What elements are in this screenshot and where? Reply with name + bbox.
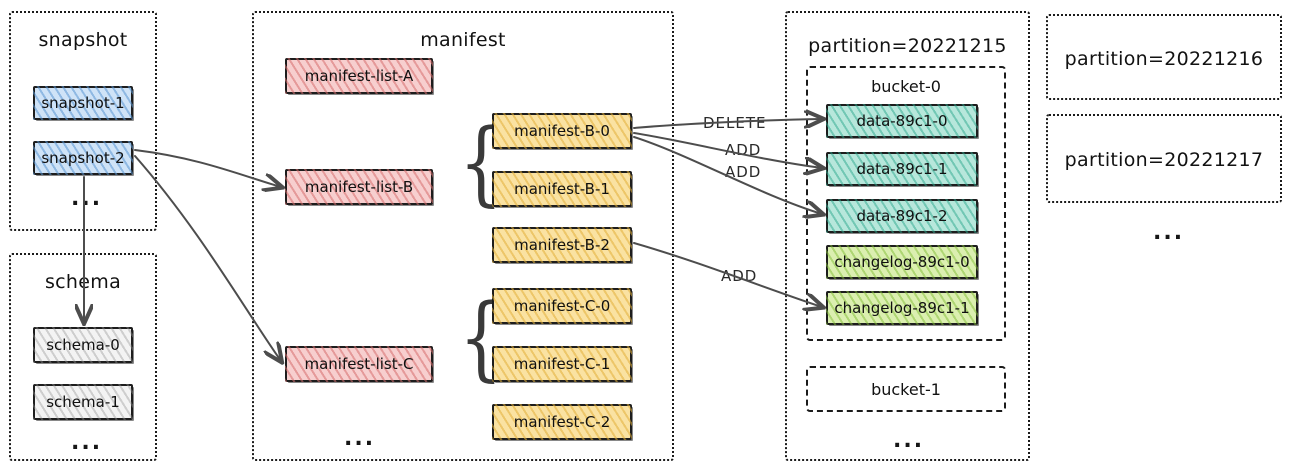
schema-ellipsis: ... bbox=[71, 430, 103, 455]
node-manifest-c-2-label: manifest-C-2 bbox=[513, 413, 611, 431]
region-schema-title: schema bbox=[44, 271, 122, 293]
partition-list-ellipsis: ... bbox=[1153, 220, 1185, 245]
snapshot-ellipsis: ... bbox=[71, 186, 103, 211]
node-changelog-89c1-0[interactable]: changelog-89c1-0 bbox=[826, 245, 978, 279]
node-schema-1[interactable]: schema-1 bbox=[33, 384, 133, 420]
node-manifest-b-2[interactable]: manifest-B-2 bbox=[492, 227, 632, 263]
region-partition-20221216: partition=20221216 bbox=[1046, 14, 1282, 100]
node-manifest-b-2-label: manifest-B-2 bbox=[514, 236, 610, 254]
node-manifest-c-0-label: manifest-C-0 bbox=[513, 297, 611, 315]
node-snapshot-1-label: snapshot-1 bbox=[41, 94, 125, 112]
node-manifest-b-1[interactable]: manifest-B-1 bbox=[492, 171, 632, 207]
region-partition-20221217: partition=20221217 bbox=[1046, 114, 1282, 203]
bucket-1: bucket-1 bbox=[806, 366, 1006, 412]
node-schema-0[interactable]: schema-0 bbox=[33, 327, 133, 363]
node-schema-1-label: schema-1 bbox=[46, 393, 120, 411]
node-manifest-b-0-label: manifest-B-0 bbox=[514, 122, 610, 140]
region-partition-20221215: partition=20221215 bbox=[785, 11, 1030, 461]
node-manifest-c-0[interactable]: manifest-C-0 bbox=[492, 288, 632, 324]
node-snapshot-2-label: snapshot-2 bbox=[41, 149, 125, 167]
node-manifest-list-c[interactable]: manifest-list-C bbox=[285, 346, 433, 382]
region-partition-20221217-title: partition=20221217 bbox=[1064, 149, 1264, 171]
node-manifest-list-b-label: manifest-list-B bbox=[304, 178, 414, 196]
node-manifest-b-0[interactable]: manifest-B-0 bbox=[492, 113, 632, 149]
bucket-0-title: bucket-0 bbox=[871, 77, 941, 96]
edge-label-add-2: ADD bbox=[722, 163, 765, 181]
node-manifest-c-2[interactable]: manifest-C-2 bbox=[492, 404, 632, 440]
node-changelog-89c1-0-label: changelog-89c1-0 bbox=[834, 253, 970, 271]
node-manifest-c-1-label: manifest-C-1 bbox=[513, 355, 611, 373]
node-manifest-list-a-label: manifest-list-A bbox=[304, 67, 414, 85]
node-schema-0-label: schema-0 bbox=[46, 336, 120, 354]
edge-label-delete: DELETE bbox=[700, 114, 770, 132]
manifest-ellipsis: ... bbox=[344, 426, 376, 451]
node-data-89c1-1-label: data-89c1-1 bbox=[856, 160, 948, 178]
node-data-89c1-0[interactable]: data-89c1-0 bbox=[826, 104, 978, 138]
node-changelog-89c1-1-label: changelog-89c1-1 bbox=[834, 299, 970, 317]
node-data-89c1-2[interactable]: data-89c1-2 bbox=[826, 199, 978, 233]
region-manifest-title: manifest bbox=[420, 29, 506, 51]
node-manifest-list-c-label: manifest-list-C bbox=[304, 355, 414, 373]
node-manifest-list-a[interactable]: manifest-list-A bbox=[285, 58, 433, 94]
region-partition-20221215-title: partition=20221215 bbox=[808, 35, 1007, 57]
node-snapshot-1[interactable]: snapshot-1 bbox=[33, 86, 133, 120]
node-data-89c1-0-label: data-89c1-0 bbox=[856, 112, 948, 130]
node-manifest-c-1[interactable]: manifest-C-1 bbox=[492, 346, 632, 382]
region-snapshot-title: snapshot bbox=[38, 29, 128, 51]
node-snapshot-2[interactable]: snapshot-2 bbox=[33, 141, 133, 175]
node-data-89c1-2-label: data-89c1-2 bbox=[856, 207, 948, 225]
region-partition-20221216-title: partition=20221216 bbox=[1064, 48, 1264, 70]
node-changelog-89c1-1[interactable]: changelog-89c1-1 bbox=[826, 291, 978, 325]
partition-buckets-ellipsis: ... bbox=[893, 428, 925, 453]
node-manifest-b-1-label: manifest-B-1 bbox=[514, 180, 610, 198]
bucket-1-title: bucket-1 bbox=[871, 380, 941, 399]
node-manifest-list-b[interactable]: manifest-list-B bbox=[285, 169, 433, 205]
edge-label-add-3: ADD bbox=[718, 267, 761, 285]
edge-label-add-1: ADD bbox=[722, 141, 765, 159]
node-data-89c1-1[interactable]: data-89c1-1 bbox=[826, 152, 978, 186]
